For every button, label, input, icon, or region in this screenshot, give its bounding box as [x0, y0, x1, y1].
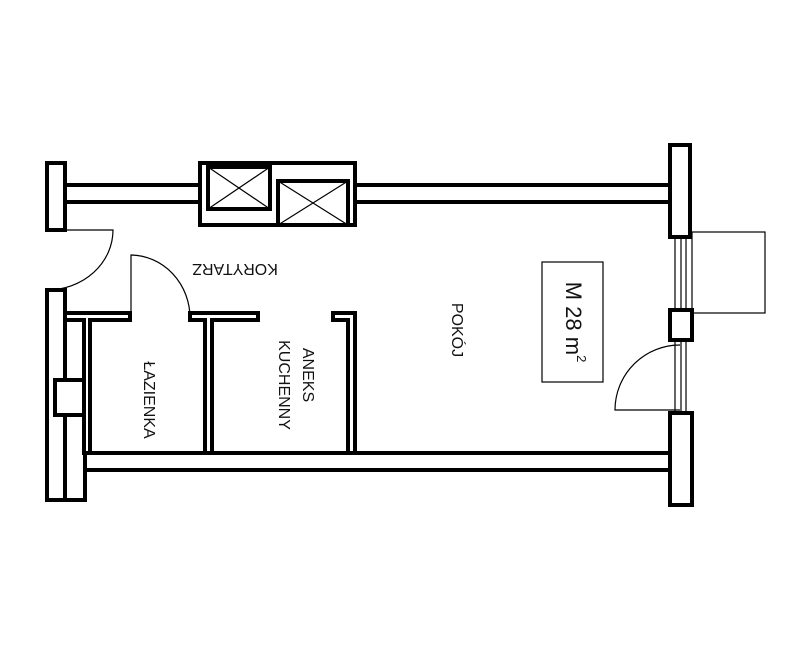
- area-value: M 28 m: [561, 282, 586, 355]
- top-wall: [45, 161, 672, 232]
- bottom-wall: [63, 451, 672, 472]
- balcony: [691, 231, 766, 314]
- balcony-door: [614, 344, 681, 411]
- corridor-label: KORYTARZ: [192, 260, 278, 277]
- area-label: M 28 m2: [561, 282, 588, 363]
- right-wall: [668, 143, 694, 507]
- area-superscript: 2: [574, 355, 589, 362]
- ventilation-shaft: [198, 161, 357, 227]
- entrance-door: [46, 229, 114, 291]
- bathroom-label: ŁAZIENKA: [140, 361, 157, 439]
- area-box: [541, 261, 604, 383]
- bathroom-door: [130, 254, 191, 319]
- kitchen-label-line1: ANEKS: [299, 348, 316, 402]
- room-label: POKÓJ: [448, 303, 467, 357]
- interior-walls: [63, 311, 357, 455]
- kitchen-label-line2: KUCHENNY: [275, 340, 292, 430]
